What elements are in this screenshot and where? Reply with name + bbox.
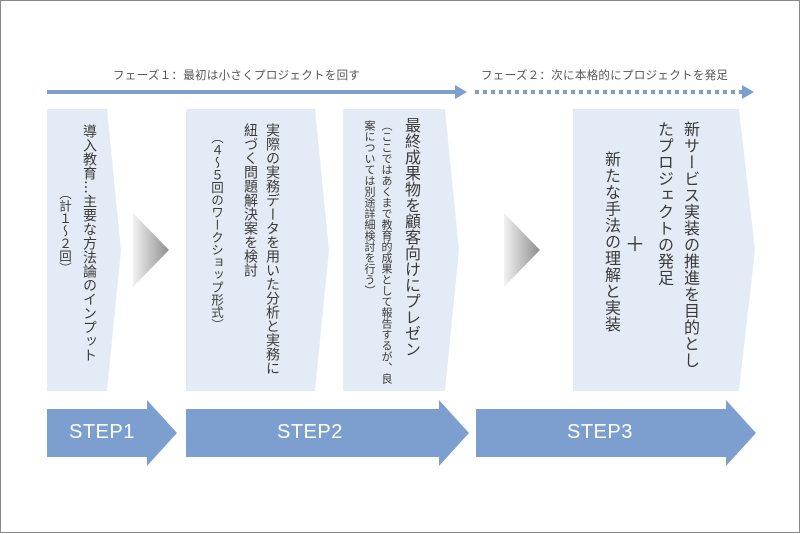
panel-1-sub-text: （計１〜２回） bbox=[57, 187, 72, 275]
phase-2-label: フェーズ２：次に本格的にプロジェクトを発足 bbox=[481, 68, 729, 82]
step-2-arrow bbox=[186, 400, 469, 466]
panel-3-main-text: 最終成果物を顧客向けにプレゼン bbox=[402, 117, 421, 357]
panel-3-sub-text: （ここではあくまで教育的成果として報告するが、良案については別途詳細検討を行う） bbox=[363, 120, 393, 384]
panel-4-main-text-1: 新サービス実装の推進を目的としたプロジェクトの発足 bbox=[655, 121, 700, 369]
panel-1-shape bbox=[47, 109, 121, 391]
panel-3-shape bbox=[343, 109, 459, 391]
panel-4-shape bbox=[573, 109, 755, 391]
chevron-icon-1 bbox=[133, 213, 169, 287]
phase-1-label: フェーズ１：最初は小さくプロジェクトを回す bbox=[113, 68, 361, 82]
plus-icon: ＋ bbox=[625, 232, 645, 256]
panel-2-sub-text: （４〜５回のワークショップ形式） bbox=[209, 131, 224, 331]
phase-1-arrowhead bbox=[455, 85, 467, 99]
chevron-icon-2 bbox=[504, 213, 540, 287]
panel-4-main-text-2: 新たな手法の理解と実装 bbox=[602, 151, 621, 333]
step-3-label: STEP3 bbox=[567, 421, 633, 443]
phase-2-arrowhead bbox=[742, 85, 754, 99]
panel-1-main-text: 導入教育…主要な方法論のインプット bbox=[81, 124, 97, 362]
step-1-arrow bbox=[47, 400, 177, 466]
panel-2-main-text: 実際の実務データを用いた分析と実務に紐づく問題解決案を検討 bbox=[242, 123, 280, 375]
step-3-arrow bbox=[476, 400, 756, 466]
step-2-label: STEP2 bbox=[277, 421, 343, 443]
step-1-label: STEP1 bbox=[69, 421, 135, 443]
panel-2-shape bbox=[186, 109, 329, 391]
